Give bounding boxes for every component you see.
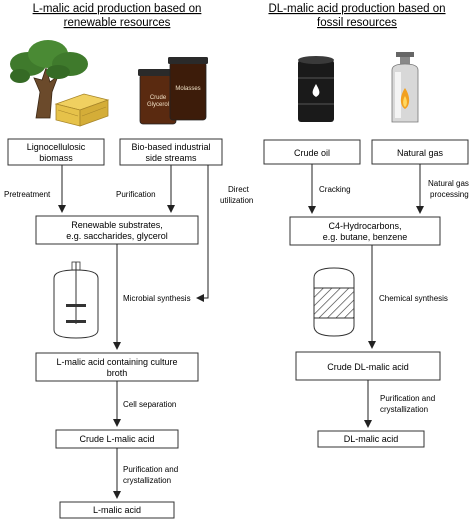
box-biobased-text-1: Bio-based industrial	[131, 142, 210, 152]
box-broth-text-2: broth	[107, 368, 128, 378]
label-ng-processing-2: processing	[430, 190, 469, 199]
jars-illustration: Crude Glycerol Molasses	[138, 57, 208, 125]
box-culture-broth	[35, 352, 199, 382]
jar-glycerol-label-1: Crude	[150, 95, 167, 101]
box-biobased-text-2: side streams	[145, 153, 197, 163]
left-title-line1: L-malic acid production based on	[33, 3, 202, 15]
box-crude-oil-text: Crude oil	[294, 148, 330, 158]
label-direct-1: Direct	[228, 185, 250, 194]
jar-molasses-label: Molasses	[175, 86, 200, 92]
box-crude-oil	[263, 139, 361, 165]
box-renewable-substrates	[35, 215, 199, 245]
right-title-line2: fossil resources	[317, 17, 397, 29]
box-natural-gas-text: Natural gas	[397, 148, 444, 158]
label-ng-processing-1: Natural gas	[428, 179, 469, 188]
label-microbial-synthesis: Microbial synthesis	[123, 294, 191, 303]
label-purif-cryst-left-2: crystallization	[123, 476, 171, 485]
label-chemical-synthesis: Chemical synthesis	[379, 294, 448, 303]
label-cell-separation: Cell separation	[123, 400, 176, 409]
label-purif-cryst-right-2: crystallization	[380, 405, 428, 414]
label-purification: Purification	[116, 190, 156, 199]
left-title-line2: renewable resources	[64, 17, 171, 29]
oil-barrel-illustration	[298, 56, 334, 122]
label-purif-cryst-left-1: Purification and	[123, 465, 178, 474]
gas-cylinder-illustration	[391, 52, 419, 123]
box-lignocellulosic-text-1: Lignocellulosic	[27, 142, 86, 152]
box-crude-dl-text: Crude DL-malic acid	[327, 362, 409, 372]
box-lignocellulosic-biomass	[7, 138, 105, 166]
box-l-malic-acid	[59, 501, 175, 519]
label-direct-2: utilization	[220, 196, 253, 205]
box-c4-hydrocarbons	[289, 216, 441, 246]
label-pretreatment: Pretreatment	[4, 190, 51, 199]
box-broth-text-1: L-malic acid containing culture	[56, 357, 177, 367]
jar-glycerol-label-2: Glycerol	[147, 102, 169, 108]
tree-and-straw-illustration	[10, 40, 110, 127]
arrow-direct-utilization	[196, 165, 209, 302]
box-l-malic-text: L-malic acid	[93, 505, 141, 515]
box-dl-malic-text: DL-malic acid	[344, 434, 399, 444]
right-title-line1: DL-malic acid production based on	[268, 3, 445, 15]
box-dl-malic-acid	[317, 430, 425, 448]
box-crude-dl-malic-acid	[295, 351, 441, 381]
label-purif-cryst-right-1: Purification and	[380, 394, 435, 403]
reactor-vessel-icon	[313, 267, 355, 337]
box-substrates-text-2: e.g. saccharides, glycerol	[66, 231, 168, 241]
box-biobased-side-streams	[119, 138, 223, 166]
box-c4-text-1: C4-Hydrocarbons,	[328, 221, 401, 231]
box-lignocellulosic-text-2: biomass	[39, 153, 73, 163]
label-cracking: Cracking	[319, 185, 351, 194]
box-crude-l-text: Crude L-malic acid	[79, 434, 154, 444]
box-c4-text-2: e.g. butane, benzene	[323, 232, 408, 242]
bioreactor-icon	[53, 261, 99, 339]
box-substrates-text-1: Renewable substrates,	[71, 220, 163, 230]
